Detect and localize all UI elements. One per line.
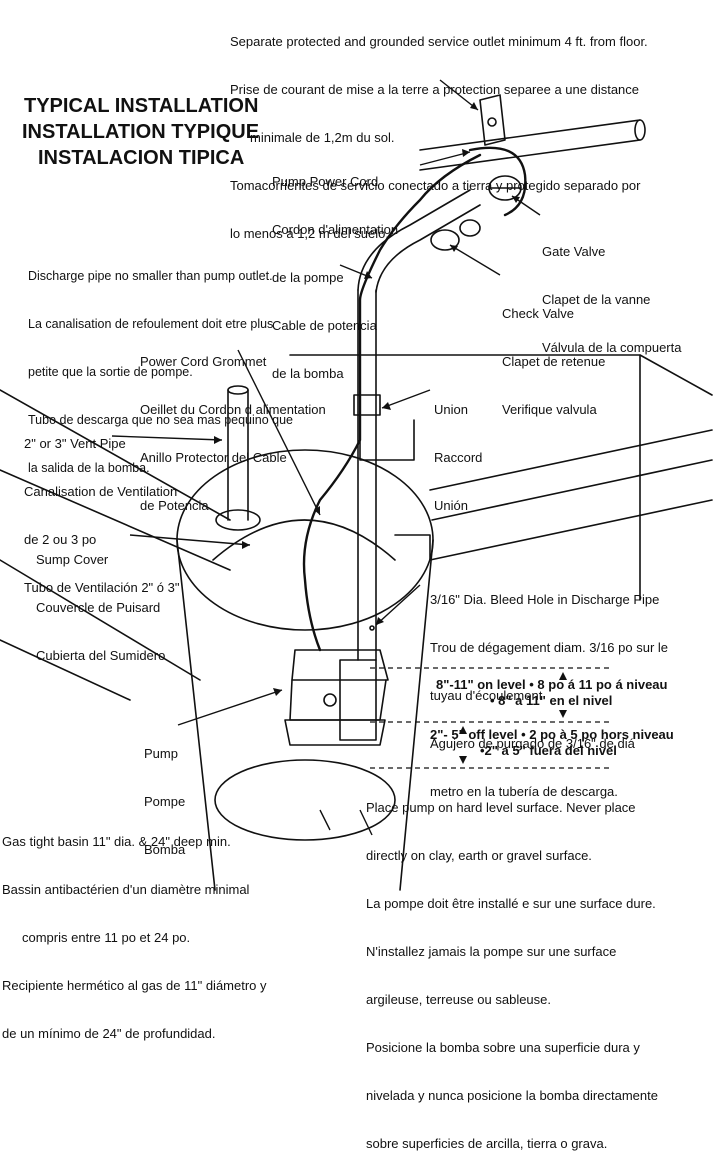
power-cord-line: de la pompe — [272, 270, 344, 285]
surface-line: argileuse, terreuse ou sableuse. — [366, 992, 552, 1007]
check-valve-line: Clapet de retenue — [502, 354, 606, 369]
title-en: TYPICAL INSTALLATION — [24, 95, 259, 117]
wall-outline — [0, 354, 713, 701]
discharge-pipe-line: Tubo de descarga que no sea mas pequino … — [28, 413, 294, 427]
valves — [430, 175, 522, 251]
on-level-line-2: • 8" a 11" en el nivel — [490, 693, 613, 708]
sump-cover-line: Couvercle de Puisard — [36, 600, 161, 615]
surface-line: nivelada y nunca posicione la bomba dire… — [366, 1088, 658, 1103]
sump-cover-label: Sump Cover Couvercle de Puisard Cubierta… — [36, 520, 165, 680]
vent-pipe-label: 2" or 3" Vent Pipe Canalisation de Venti… — [24, 404, 179, 612]
grommet-line: Oeillet du Cordon d alimentation — [140, 402, 326, 417]
union-line: Union — [434, 402, 468, 417]
off-level-line-2: •2" a 5" fuera del nivel — [480, 743, 617, 758]
surface-line: La pompe doit être installé e sur une su… — [366, 896, 656, 911]
level-lines — [370, 667, 610, 769]
pump-body — [284, 649, 389, 746]
bleed-hole-line: tuyau d'écoulement — [430, 688, 543, 703]
surface-line: N'installez jamais la pompe sur une surf… — [366, 944, 617, 959]
sump-cover-line: Cubierta del Sumidero — [36, 648, 166, 663]
power-cord — [302, 146, 527, 652]
vent-pipe — [215, 385, 261, 531]
bleed-hole-line: Trou de dégagement diam. 3/16 po sur le — [430, 640, 668, 655]
leader-arrowheads — [214, 102, 520, 696]
vent-pipe-line: Canalisation de Ventilation — [24, 484, 178, 499]
grommet-line: Anillo Protector del Cable — [140, 450, 287, 465]
basin-line: Bassin antibactérien d'un diamètre minim… — [2, 882, 250, 897]
outlet-label: Separate protected and grounded service … — [230, 2, 648, 258]
installation-diagram — [0, 79, 713, 891]
grommet-line: Power Cord Grommet — [140, 354, 267, 369]
union-line: Unión — [434, 498, 468, 513]
outlet-line: Tomacorrientes de servicio conectado a t… — [230, 178, 641, 193]
pump-line: Pump — [144, 746, 178, 761]
basin-label: Gas tight basin 11" dia. & 24" deep min.… — [2, 802, 267, 1058]
basin-line: de un mínimo de 24" de profundidad. — [2, 1026, 216, 1041]
outlet-line: Separate protected and grounded service … — [230, 34, 648, 49]
surface-line: sobre superficies de arcilla, tierra o g… — [366, 1136, 608, 1151]
level-arrows — [459, 672, 567, 764]
off-level-line-1: 2"- 5" off level • 2 po à 5 po hors nive… — [430, 727, 674, 742]
bleed-hole — [369, 625, 375, 631]
vent-pipe-line: Tubo de Ventilación 2" ó 3" — [24, 580, 180, 595]
discharge-pipe-line: Discharge pipe no smaller than pump outl… — [28, 269, 273, 283]
discharge-pipe-line: petite que la sortie de pompe. — [28, 365, 193, 379]
basin-line: compris entre 11 po et 24 po. — [22, 930, 191, 945]
outlet-line: Prise de courant de mise a la terre a pr… — [230, 82, 640, 97]
pump-line: Bomba — [144, 842, 186, 857]
overhead-pipe — [419, 94, 646, 171]
check-valve-line: Check Valve — [502, 306, 575, 321]
gate-valve-line: Válvula de la compuerta — [542, 340, 682, 355]
vent-pipe-line: de 2 ou 3 po — [24, 532, 97, 547]
surface-line: Place pump on hard level surface. Never … — [366, 800, 636, 815]
power-cord-label: Pump Power Cord Cordon d'alimentation de… — [272, 142, 398, 398]
power-cord-line: Pump Power Cord — [272, 174, 379, 189]
outlet-line: minimale de 1,2m du sol. — [250, 130, 395, 145]
vent-pipe-line: 2" or 3" Vent Pipe — [24, 436, 126, 451]
power-cord-line: Cordon d'alimentation — [272, 222, 399, 237]
bleed-hole-line: Agujero de purgado de 3/16" de diá — [430, 736, 635, 751]
check-valve-label: Check Valve Clapet de retenue Verifique … — [502, 274, 605, 434]
basin-line: Recipiente hermético al gas de 11" diáme… — [2, 978, 267, 993]
grommet-line: de Potencia — [140, 498, 209, 513]
surface-note: Place pump on hard level surface. Never … — [366, 768, 658, 1168]
discharge-pipe-line: La canalisation de refoulement doit etre… — [28, 317, 274, 331]
surface-line: directly on clay, earth or gravel surfac… — [366, 848, 592, 863]
title-fr: INSTALLATION TYPIQUE — [22, 121, 260, 143]
union-line: Raccord — [434, 450, 483, 465]
sump-basin — [176, 449, 434, 891]
gate-valve-line: Clapet de la vanne — [542, 292, 651, 307]
grommet-label: Power Cord Grommet Oeillet du Cordon d a… — [140, 322, 326, 530]
check-valve-line: Verifique valvula — [502, 402, 597, 417]
power-cord-line: Cable de potencia — [272, 318, 377, 333]
bleed-hole-label: 3/16" Dia. Bleed Hole in Discharge Pipe … — [430, 560, 668, 816]
gate-valve-line: Gate Valve — [542, 244, 606, 259]
surface-line: Posicione la bomba sobre una superficie … — [366, 1040, 640, 1055]
pump-line: Pompe — [144, 794, 186, 809]
power-cord-line: de la bomba — [272, 366, 344, 381]
on-level-line-1: 8"-11" on level • 8 po á 11 po á niveau — [436, 677, 668, 692]
pump-label: Pump Pompe Bomba — [144, 714, 185, 874]
discharge-pipe — [353, 189, 481, 661]
discharge-pipe-label: Discharge pipe no smaller than pump outl… — [28, 236, 293, 492]
title-es: INSTALACION TIPICA — [38, 147, 245, 169]
sump-cover-line: Sump Cover — [36, 552, 109, 567]
basin-line: Gas tight basin 11" dia. & 24" deep min. — [2, 834, 231, 849]
gate-valve-label: Gate Valve Clapet de la vanne Válvula de… — [542, 212, 681, 372]
discharge-pipe-line: la salida de la bomba. — [28, 461, 150, 475]
outlet-line: lo menos a 1,2 m del suelo. — [230, 226, 389, 241]
bleed-hole-line: 3/16" Dia. Bleed Hole in Discharge Pipe — [430, 592, 660, 607]
bleed-hole-line: metro en la tubería de descarga. — [430, 784, 618, 799]
union-label: Union Raccord Unión — [434, 370, 482, 530]
